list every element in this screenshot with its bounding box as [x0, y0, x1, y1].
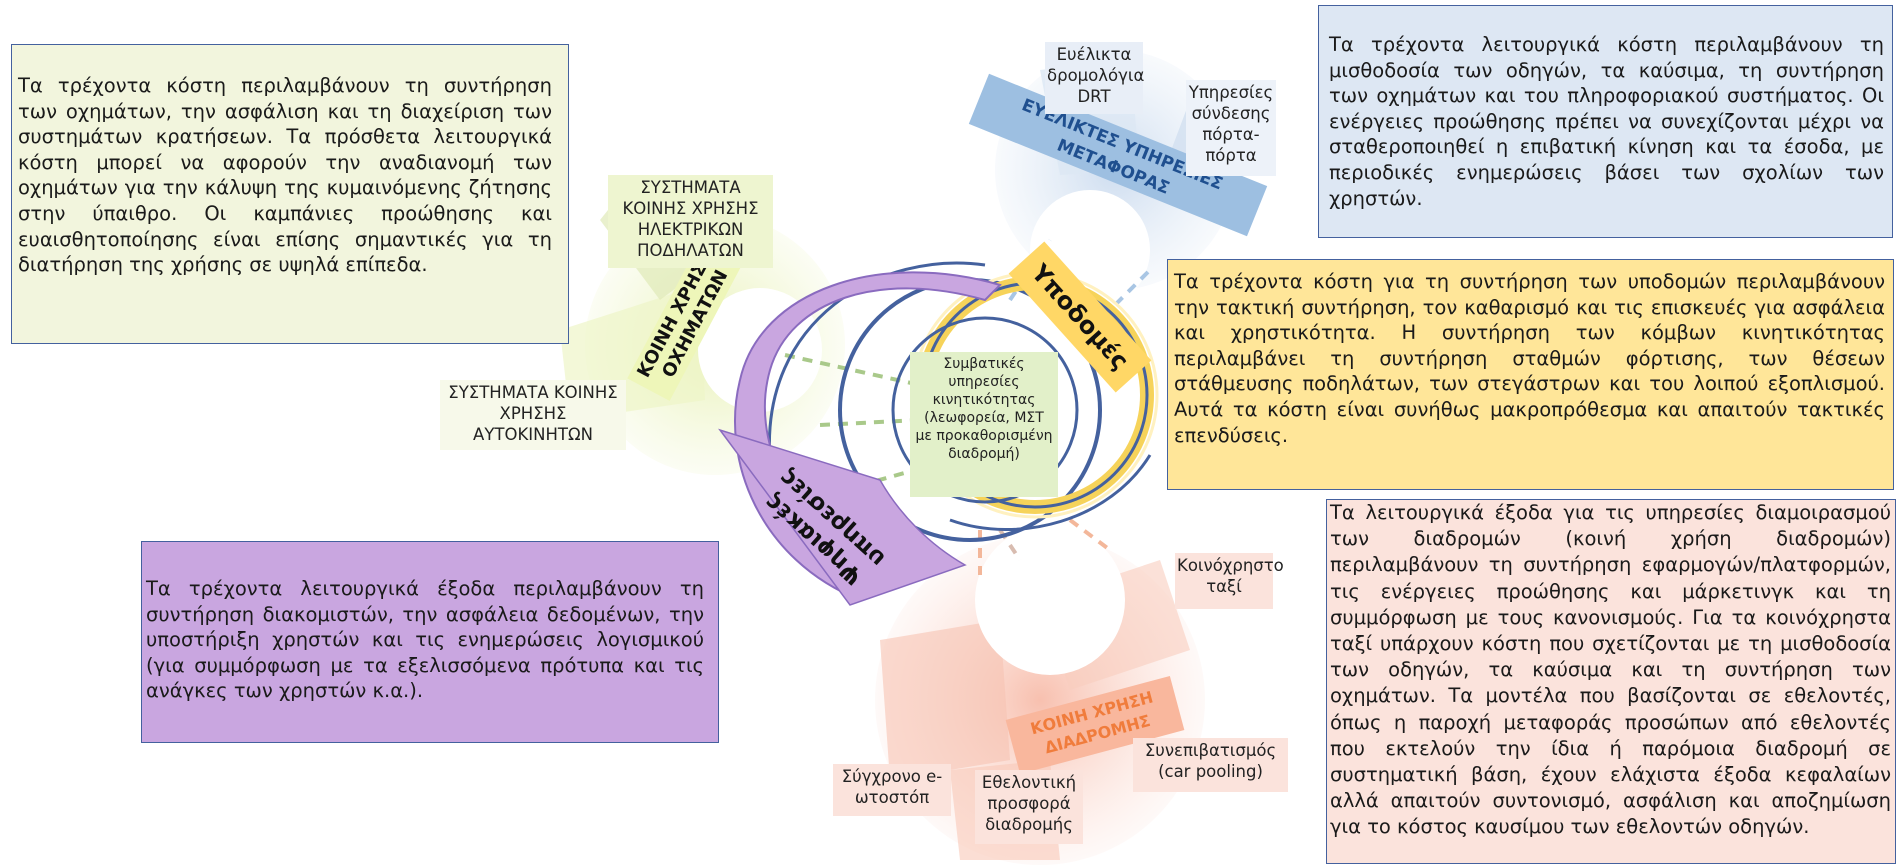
door-to-door-label: Υπηρεσίες σύνδεσης πόρτα-πόρτα — [1186, 80, 1276, 176]
car-sharing-label: ΣΥΣΤΗΜΑΤΑ ΚΟΙΝΗΣ ΧΡΗΣΗΣ ΑΥΤΟΚΙΝΗΤΩΝ — [440, 380, 626, 450]
hub-label: Συμβατικές υπηρεσίες κινητικότητας (λεωφ… — [910, 352, 1058, 497]
infrastructure-text: Τα τρέχοντα κόστη για τη συντήρηση των υ… — [1174, 270, 1885, 447]
hitchhiking-label: Σύγχρονο e-ωτοστόπ — [833, 764, 951, 816]
hub-label-text: Συμβατικές υπηρεσίες κινητικότητας (λεωφ… — [915, 356, 1053, 462]
carpool-label: Συνεπιβατισμός (car pooling) — [1133, 738, 1288, 792]
door-to-door-text: Υπηρεσίες σύνδεσης πόρτα-πόρτα — [1188, 83, 1274, 165]
volunteer-label: Εθελοντική προσφορά διαδρομής — [975, 770, 1083, 844]
drt-label: Ευέλικτα δρομολόγια DRT — [1045, 42, 1145, 114]
digital-services-textbox: Τα τρέχοντα λειτουργικά έξοδα περιλαμβάν… — [141, 541, 719, 743]
digital-services-text: Τα τρέχοντα λειτουργικά έξοδα περιλαμβάν… — [146, 577, 704, 703]
drt-text: Ευέλικτα δρομολόγια DRT — [1047, 45, 1145, 106]
shared-taxi-text: Κοινόχρηστο ταξί — [1177, 556, 1284, 596]
hitchhiking-text: Σύγχρονο e-ωτοστόπ — [841, 767, 943, 807]
shared-route-textbox: Τα λειτουργικά έξοδα για τις υπηρεσίες δ… — [1326, 499, 1896, 864]
carpool-text: Συνεπιβατισμός (car pooling) — [1144, 741, 1277, 781]
flexible-transport-textbox: Τα τρέχοντα λειτουργικά κόστη περιλαμβάν… — [1318, 5, 1893, 238]
shared-route-text: Τα λειτουργικά έξοδα για τις υπηρεσίες δ… — [1330, 501, 1891, 839]
shared-vehicles-text: Τα τρέχοντα κόστη περιλαμβάνουν τη συντή… — [18, 74, 552, 277]
bike-sharing-label: ΣΥΣΤΗΜΑΤΑ ΚΟΙΝΗΣ ΧΡΗΣΗΣ ΗΛΕΚΤΡΙΚΩΝ ΠΟΔΗΛ… — [608, 175, 773, 268]
digital-services-arc — [718, 271, 1002, 606]
volunteer-text: Εθελοντική προσφορά διαδρομής — [981, 773, 1077, 834]
shared-taxi-label: Κοινόχρηστο ταξί — [1175, 553, 1284, 609]
bike-sharing-text: ΣΥΣΤΗΜΑΤΑ ΚΟΙΝΗΣ ΧΡΗΣΗΣ ΗΛΕΚΤΡΙΚΩΝ ΠΟΔΗΛ… — [622, 178, 759, 260]
infrastructure-textbox: Τα τρέχοντα κόστη για τη συντήρηση των υ… — [1167, 259, 1894, 490]
flexible-transport-text: Τα τρέχοντα λειτουργικά κόστη περιλαμβάν… — [1329, 33, 1884, 210]
car-sharing-text: ΣΥΣΤΗΜΑΤΑ ΚΟΙΝΗΣ ΧΡΗΣΗΣ ΑΥΤΟΚΙΝΗΤΩΝ — [448, 383, 618, 444]
shared-vehicles-textbox: Τα τρέχοντα κόστη περιλαμβάνουν τη συντή… — [11, 44, 569, 344]
